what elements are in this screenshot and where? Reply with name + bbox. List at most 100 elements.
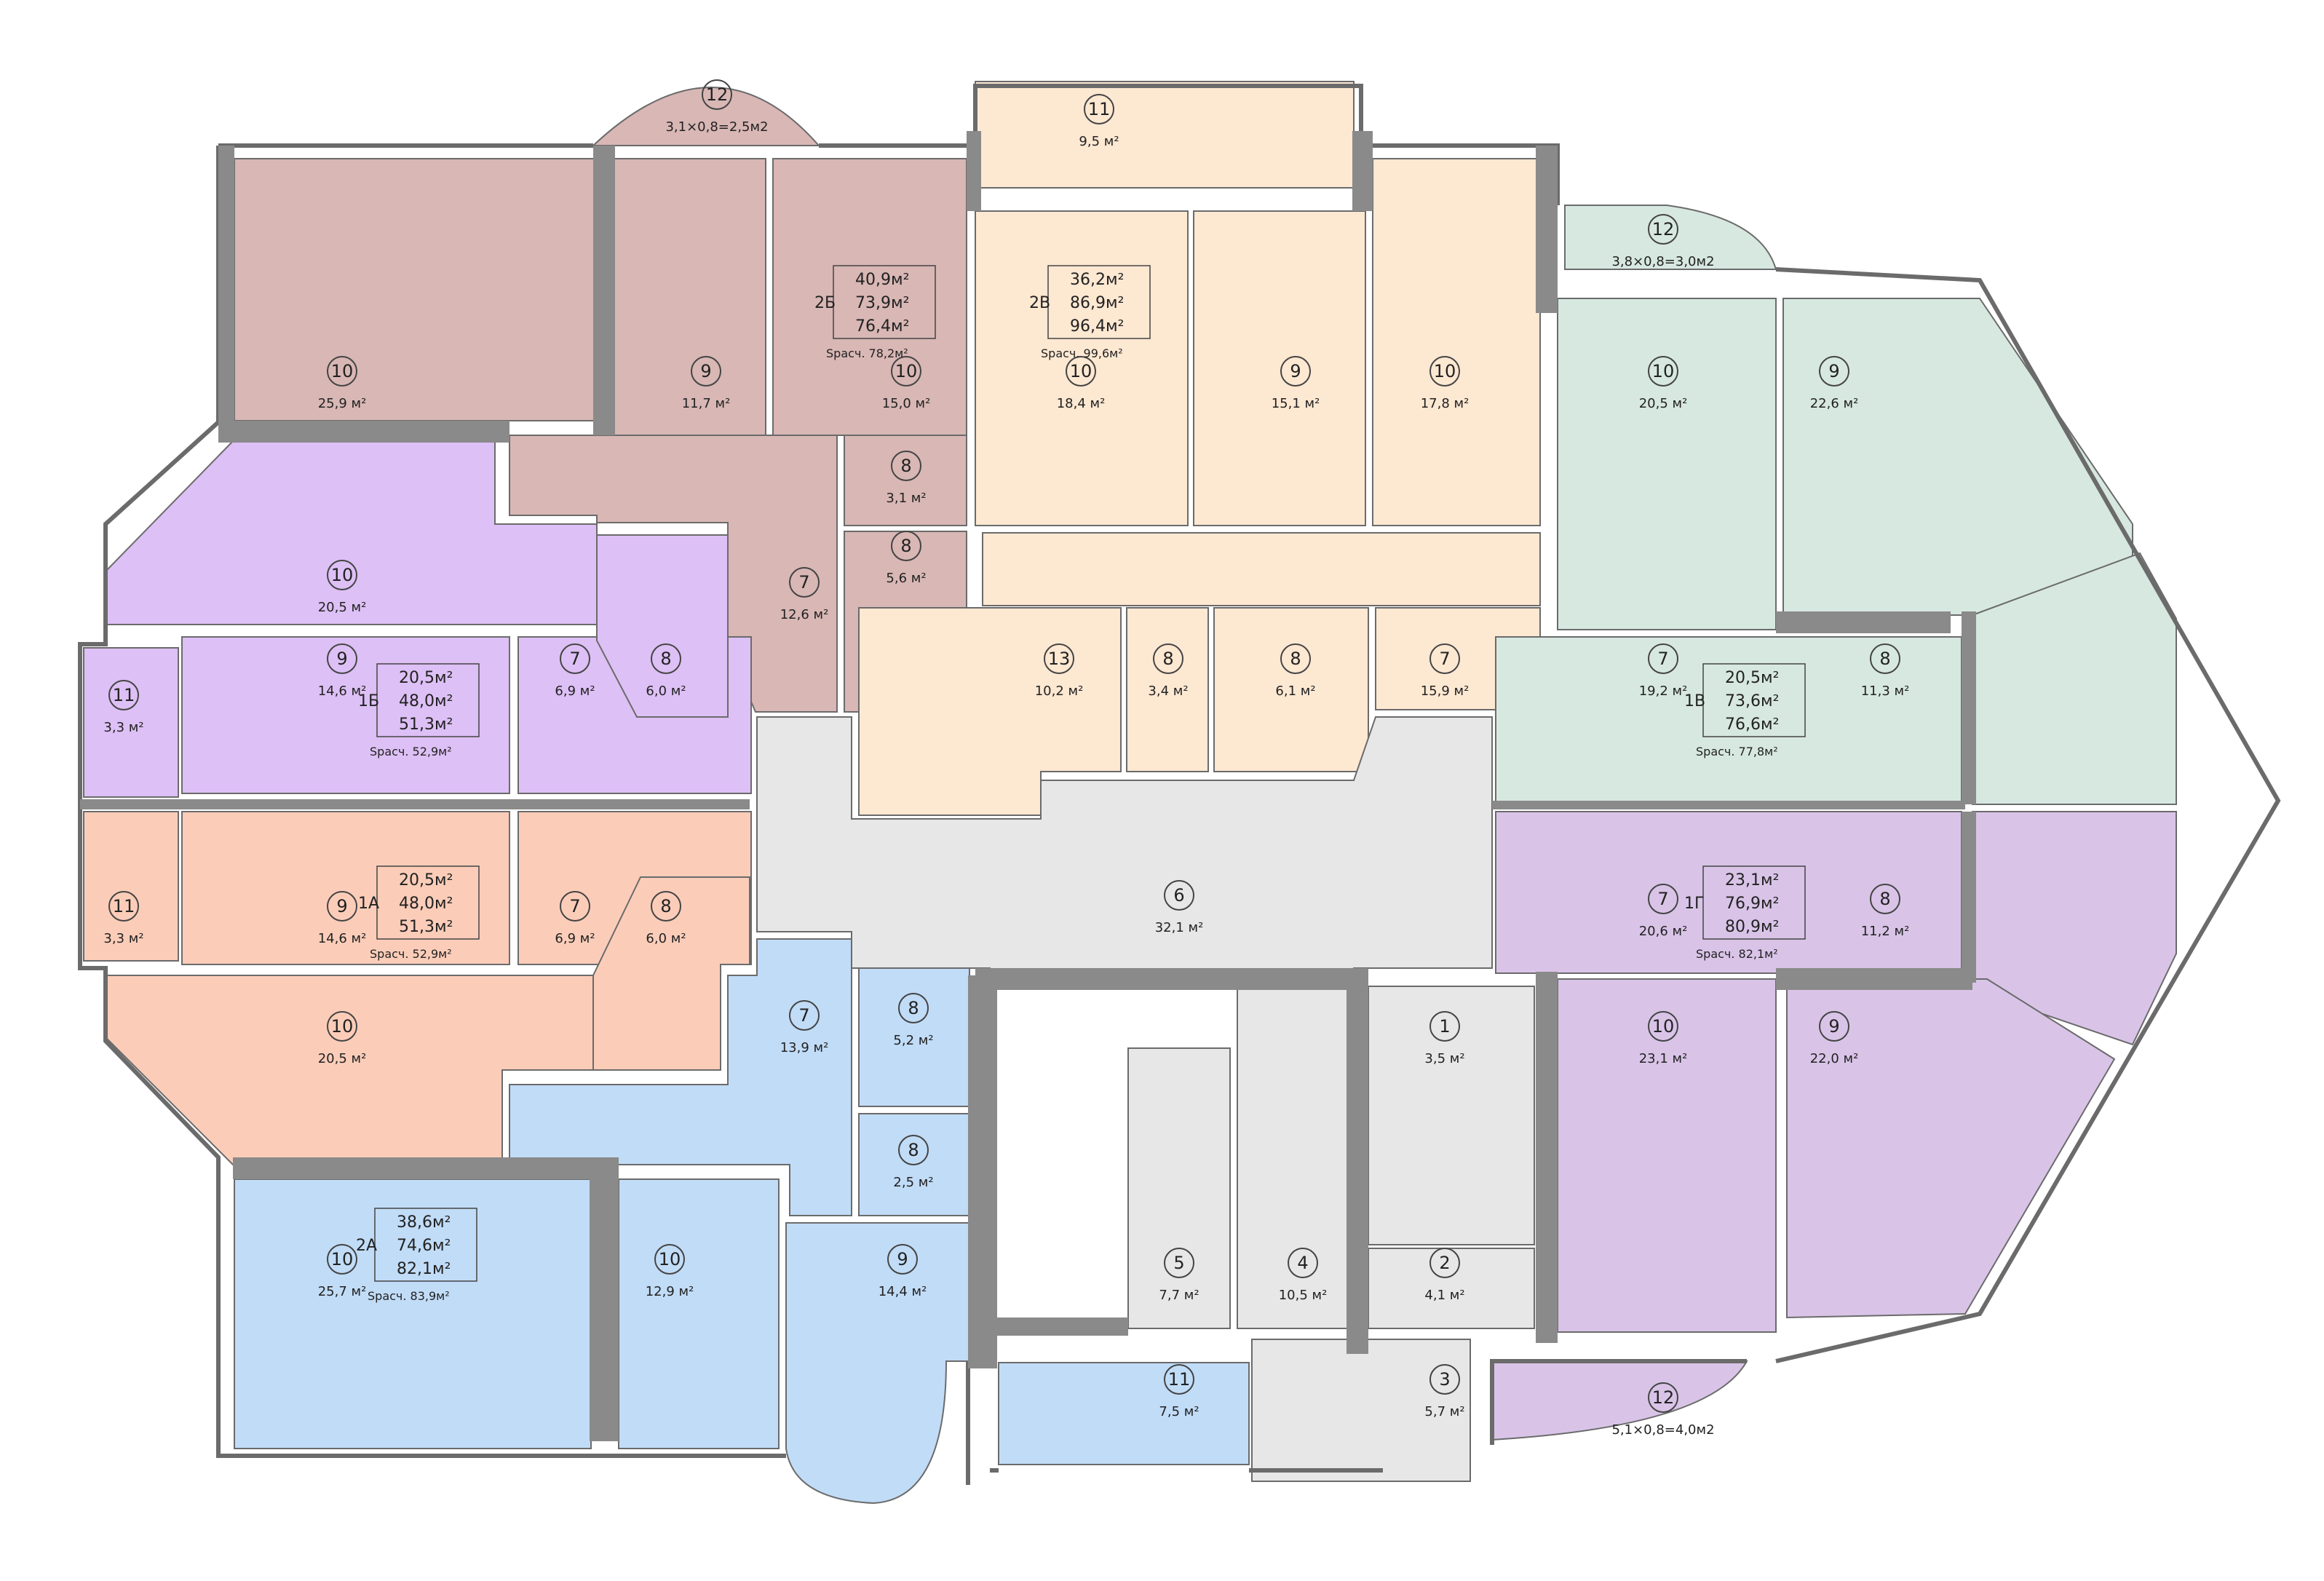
room-number-circle <box>1084 94 1114 124</box>
room-2v-9 <box>1193 210 1366 526</box>
room-number-circle <box>1280 356 1311 387</box>
room-label: 76,9 м² <box>555 891 595 946</box>
room-area: 20,5 м² <box>318 1051 367 1066</box>
wall-segment <box>997 1318 1128 1336</box>
room-number: 12 <box>706 84 729 105</box>
room-2v-8b <box>1213 607 1369 772</box>
stat-box-frame <box>1702 865 1806 940</box>
room-area: 10,5 м² <box>1279 1288 1328 1303</box>
room-number: 8 <box>1879 649 1890 669</box>
room-number-circle <box>1429 356 1460 387</box>
room-number: 7 <box>569 896 580 916</box>
room-number-circle <box>1288 1248 1318 1278</box>
room-common-3 <box>1251 1339 1471 1482</box>
apartment-code: 1А <box>358 895 379 913</box>
wall-segment <box>967 131 981 211</box>
room-label: 82,5 м² <box>893 1135 934 1190</box>
apartment-code: 1Г <box>1684 895 1704 913</box>
stat-total-area: 73,6м² <box>1725 692 1779 710</box>
room-number-circle <box>1648 884 1678 914</box>
room-area: 10,2 м² <box>1035 683 1084 699</box>
wall-segment <box>218 146 234 437</box>
room-1v-10 <box>1557 298 1777 630</box>
room-2b-10a <box>234 158 599 421</box>
room-number: 8 <box>900 456 911 476</box>
calculated-area: Sрасч. 52,9м² <box>370 745 452 758</box>
room-number: 10 <box>331 1249 354 1269</box>
room-number-circle <box>1066 356 1096 387</box>
stat-full-area: 82,1м² <box>397 1260 451 1278</box>
room-number-circle <box>1280 643 1311 674</box>
room-label: 713,9 м² <box>780 1000 828 1055</box>
room-area: 14,4 м² <box>879 1284 927 1299</box>
room-number: 5 <box>1173 1253 1184 1273</box>
room-label: 35,7 м² <box>1424 1364 1465 1419</box>
wall-segment <box>1776 611 1951 633</box>
room-number-circle <box>1870 643 1900 674</box>
room-label: 410,5 м² <box>1279 1248 1328 1303</box>
stat-full-area: 76,6м² <box>1725 716 1779 734</box>
room-number-circle <box>108 680 139 710</box>
apartment-code: 1Б <box>358 692 379 710</box>
room-area: 20,6 м² <box>1639 924 1688 939</box>
stat-living-area: 40,9м² <box>855 271 909 289</box>
room-area: 7,7 м² <box>1159 1288 1199 1303</box>
room-area: 11,7 м² <box>682 396 731 411</box>
wall-segment <box>1536 146 1558 313</box>
room-area: 3,4 м² <box>1148 683 1188 699</box>
room-2b-balcony <box>591 87 821 146</box>
stat-total-area: 48,0м² <box>399 895 453 913</box>
room-area: 25,9 м² <box>318 396 367 411</box>
stat-living-area: 38,6м² <box>397 1213 451 1232</box>
room-label: 13,5 м² <box>1424 1011 1465 1066</box>
room-number-circle <box>1648 643 1678 674</box>
room-number-circle <box>1164 1248 1194 1278</box>
room-number: 11 <box>1168 1369 1191 1390</box>
stat-full-area: 80,9м² <box>1725 918 1779 936</box>
outer-wall-left <box>218 84 2281 1485</box>
apartment-1b <box>83 440 752 798</box>
room-number-circle <box>560 643 590 674</box>
room-area: 12,6 м² <box>780 607 829 622</box>
room-1a-10 <box>105 975 594 1165</box>
room-label: 5 7,7 м² <box>1159 1248 1199 1303</box>
stat-total-area: 48,0м² <box>399 692 453 710</box>
room-number: 6 <box>1173 885 1184 906</box>
outer-wall-west <box>78 146 786 1458</box>
room-area: 14,6 м² <box>318 931 367 946</box>
room-number: 12 <box>1652 219 1675 239</box>
room-area: 5,7 м² <box>1424 1404 1464 1419</box>
stat-living-area: 20,5м² <box>1725 669 1779 687</box>
room-1g-10 <box>1557 978 1777 1333</box>
stat-full-area: 51,3м² <box>399 918 453 936</box>
room-number-circle <box>1164 1364 1194 1395</box>
stat-full-area: 96,4м² <box>1070 317 1124 336</box>
room-common-1 <box>1368 986 1535 1245</box>
room-label: 11 7,5 м² <box>1159 1364 1199 1419</box>
room-common-6 <box>756 716 1493 976</box>
wall-segment <box>975 968 1354 990</box>
room-area: 2,5 м² <box>893 1175 933 1190</box>
wall-segment <box>590 1157 619 1441</box>
room-label: 915,1 м² <box>1272 356 1320 411</box>
room-2a-8b <box>858 1113 970 1216</box>
room-number-circle <box>1044 643 1074 674</box>
wall-segment <box>1776 968 1972 990</box>
room-number: 8 <box>1290 649 1301 669</box>
room-area: 5,6 м² <box>886 571 926 586</box>
room-label: 113,3 м² <box>103 680 144 735</box>
room-area: 7,5 м² <box>1159 1404 1199 1419</box>
room-number-circle <box>327 356 357 387</box>
room-1b-9 <box>181 636 510 794</box>
room-label: 922,6 м² <box>1810 356 1858 411</box>
room-number: 8 <box>908 998 919 1018</box>
walls <box>78 84 2281 1485</box>
room-2a-10b <box>618 1178 780 1449</box>
room-area: 9,5 м² <box>1079 134 1119 149</box>
